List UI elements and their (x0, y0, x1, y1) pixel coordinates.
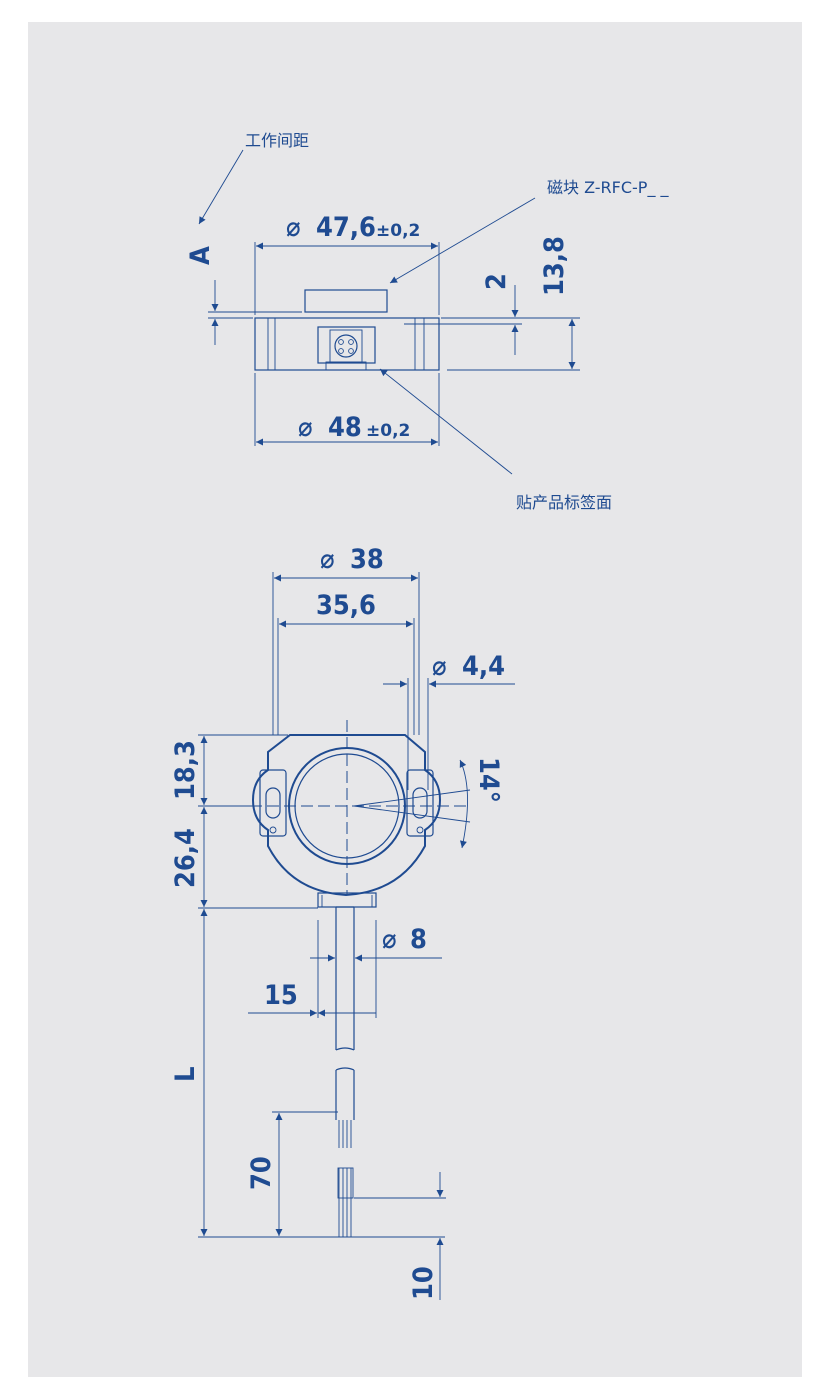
cable-break-top (335, 1047, 355, 1051)
dim-dia-symbol-4: ⌀ (432, 651, 447, 682)
dim-38: 38 (350, 544, 384, 575)
dim-dia-symbol-5: ⌀ (382, 924, 397, 955)
dim-47-6: 47,6 (316, 212, 376, 243)
dim-4-4: 4,4 (462, 651, 505, 682)
angle-arc (459, 759, 468, 849)
mounting-slot-right (412, 787, 428, 819)
label-face-label: 贴产品标签面 (516, 493, 612, 512)
magnet-label: 磁块 Z-RFC-P_ _ (547, 178, 670, 198)
dim-l: L (170, 1067, 201, 1082)
dim-gap-a: A (185, 246, 216, 265)
dim-dia-symbol-3: ⌀ (320, 544, 335, 575)
dim-26-4: 26,4 (170, 828, 201, 888)
dim-2: 2 (481, 273, 512, 290)
dim-35-6: 35,6 (316, 590, 376, 621)
magnet-block (304, 289, 388, 313)
working-gap-label: 工作间距 (245, 131, 309, 150)
dim-dia-symbol: ⌀ (286, 212, 301, 243)
dim-8: 8 (410, 924, 427, 955)
dim-15: 15 (264, 980, 298, 1011)
dim-47-6-tolerance: ±0,2 (376, 221, 420, 241)
dim-dia-symbol-2: ⌀ (298, 412, 313, 443)
dim-48: 48 (328, 412, 362, 443)
front-view: 14° ⌀ 38 35,6 ⌀ 4,4 (170, 544, 515, 1300)
dim-18-3: 18,3 (170, 740, 201, 800)
dim-13-8: 13,8 (539, 236, 570, 296)
mounting-slot-left (265, 787, 281, 819)
connector-window (317, 326, 376, 364)
dim-10: 10 (408, 1266, 439, 1300)
housing-outline (251, 734, 442, 897)
dim-angle-14: 14° (473, 757, 504, 803)
connector-socket (334, 334, 358, 358)
dim-48-tolerance: ±0,2 (366, 421, 410, 441)
cable-break-bottom (335, 1067, 355, 1071)
mounting-lug-left (259, 769, 287, 837)
side-view: ⌀ 47,6 ±0,2 ⌀ 48 ±0,2 A 工作间距 2 13,8 磁块 Z… (185, 131, 670, 512)
mounting-lug-right (406, 769, 434, 837)
dim-70: 70 (246, 1156, 277, 1190)
